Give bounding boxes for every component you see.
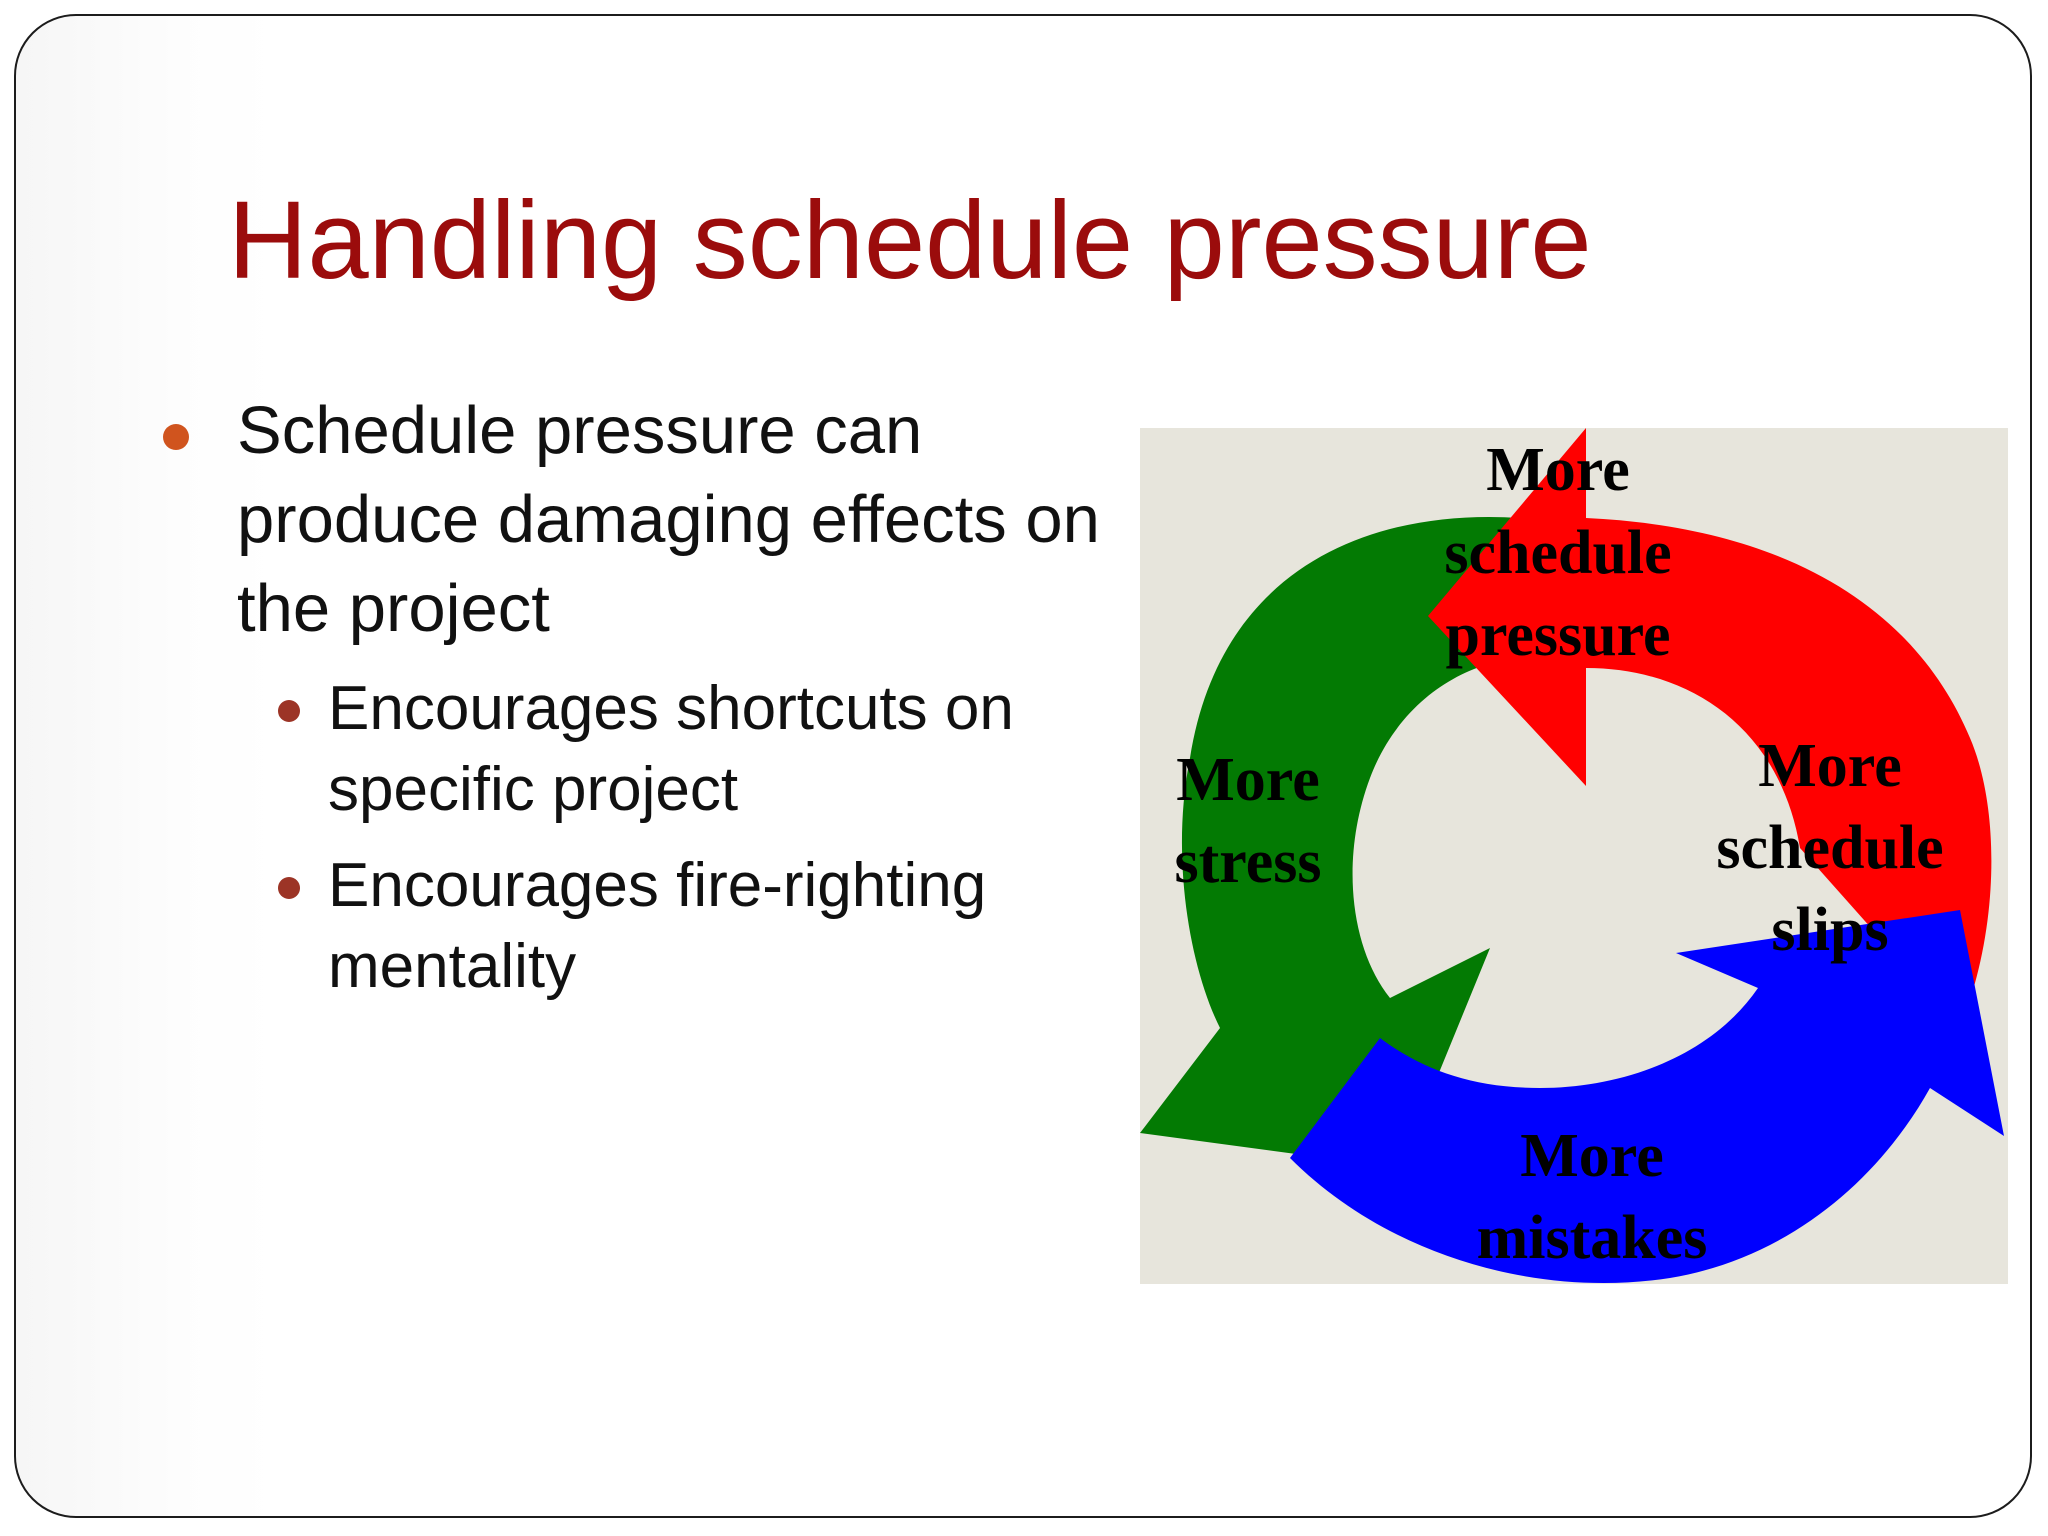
sub-bullet-item: Encourages shortcuts on specific project — [328, 674, 1014, 824]
label-more-mistakes-line2: mistakes — [1477, 1204, 1708, 1272]
label-more-slips-line3: slips — [1771, 896, 1888, 964]
arrow-slips-to-mistakes — [1290, 910, 2004, 1283]
label-more-stress-line2: stress — [1175, 828, 1322, 896]
bullet-item: Schedule pressure can produce damaging e… — [237, 393, 1100, 646]
slide: Handling schedule pressure Schedule pres… — [14, 14, 2032, 1518]
bullet-list: Schedule pressure can produce damaging e… — [16, 16, 1116, 1016]
label-more-pressure-line3: pressure — [1445, 601, 1670, 669]
label-more-pressure-line2: schedule — [1444, 519, 1671, 587]
slide-title: Handling schedule pressure — [228, 179, 1592, 302]
label-more-stress-line1: More — [1176, 746, 1319, 814]
label-more-mistakes-line1: More — [1520, 1122, 1663, 1190]
label-more-pressure-line1: More — [1486, 436, 1629, 504]
cycle-diagram-svg: More schedule pressure More schedule sli… — [1140, 428, 2008, 1284]
arrow-stress-to-pressure — [1140, 516, 1530, 1168]
arrow-pressure-to-slips — [1428, 428, 1992, 1028]
sub-bullet-item: Encourages fire-righting mentality — [328, 851, 987, 1001]
sub-bullet-dot-icon — [278, 700, 300, 722]
label-more-slips-line1: More — [1758, 732, 1901, 800]
bullet-dot-icon — [163, 424, 189, 450]
label-more-slips-line2: schedule — [1716, 814, 1943, 882]
sub-bullet-dot-icon — [278, 877, 300, 899]
cycle-diagram: More schedule pressure More schedule sli… — [1140, 428, 2008, 1284]
